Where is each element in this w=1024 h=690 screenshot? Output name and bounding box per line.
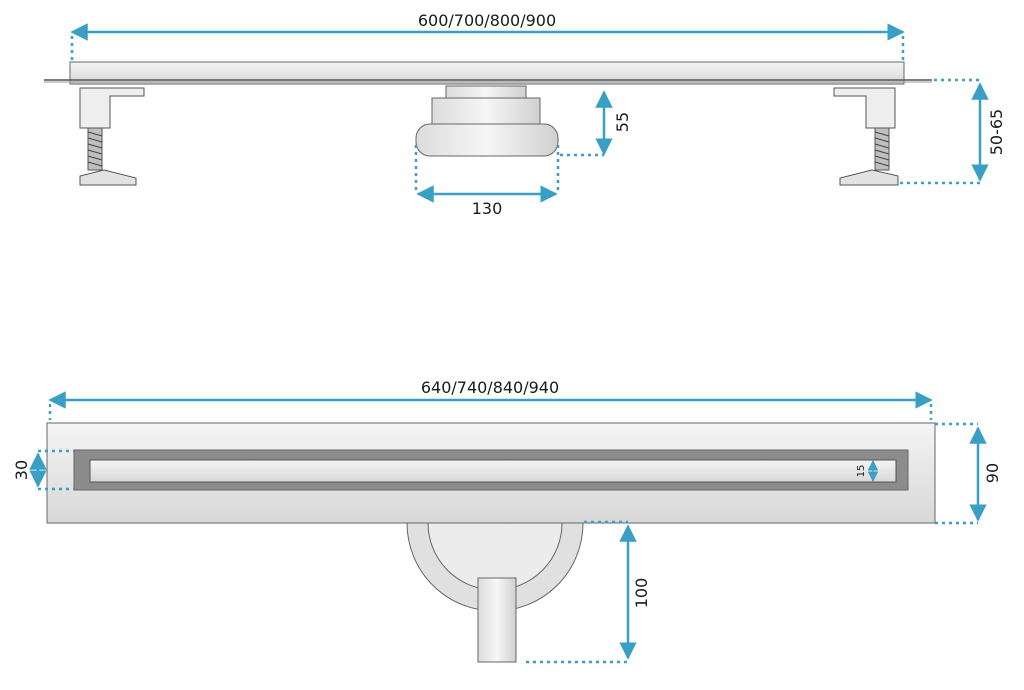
total-width-label: 90 (983, 463, 1002, 483)
drain-grate (89, 459, 897, 483)
outlet-siphon (415, 85, 559, 157)
right-adjustable-leg (833, 87, 899, 186)
channel-width-label: 30 (12, 460, 31, 480)
outlet-height-label: 55 (613, 112, 632, 132)
outlet-depth-label: 100 (632, 578, 651, 609)
side-view: 600/700/800/900 130 55 50-65 (44, 11, 1006, 218)
channel-body (69, 61, 905, 85)
length-label: 600/700/800/900 (418, 11, 556, 30)
outlet-width-label: 130 (472, 199, 503, 218)
leg-height-label: 50-65 (987, 109, 1006, 156)
outlet-pipe (406, 522, 584, 663)
grate-width-label: 15 (856, 465, 867, 478)
plan-view: 640/740/840/940 30 15 90 100 (12, 378, 1002, 664)
plate-length-label: 640/740/840/940 (421, 378, 559, 397)
left-adjustable-leg (79, 87, 145, 186)
